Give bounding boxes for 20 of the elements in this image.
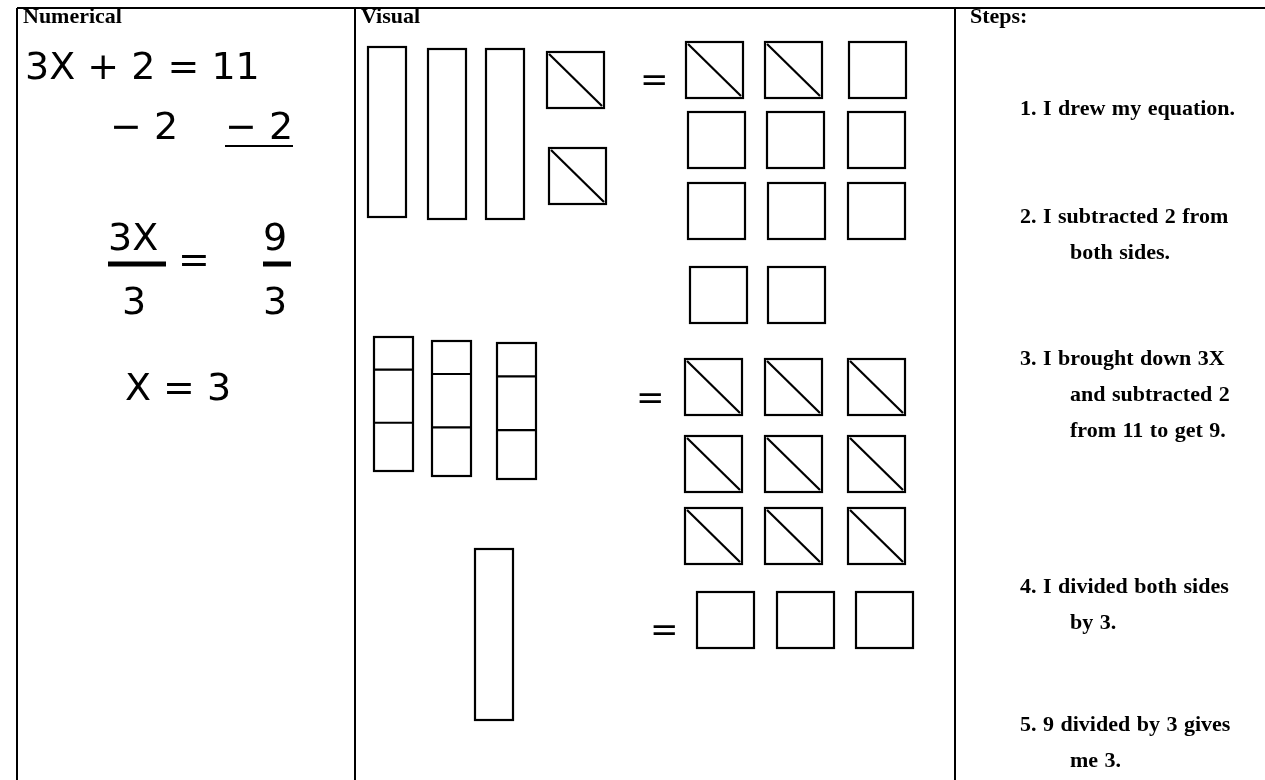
equation: X = 3 <box>125 368 232 406</box>
fraction-denominator: 3 <box>122 282 147 320</box>
equals-sign: = <box>650 612 679 646</box>
step-text: 3. I brought down 3X and subtracted 2 from 11 to get 9. <box>1020 344 1231 444</box>
equation-term: − 2 <box>225 107 294 147</box>
column-heading: Steps: <box>970 5 1028 27</box>
column-heading: Numerical <box>23 5 122 27</box>
equation: 3X + 2 = 11 <box>25 47 260 85</box>
column-heading: Visual <box>361 5 421 27</box>
step-text: 4. I divided both sides by 3. <box>1020 572 1230 636</box>
equals-sign: = <box>636 380 665 414</box>
fraction-numerator: 3X <box>108 218 159 256</box>
equals-sign: = <box>640 62 669 96</box>
step-text: 1. I drew my equation. <box>1020 94 1237 122</box>
step-text: 5. 9 divided by 3 gives me 3. <box>1020 710 1232 774</box>
equation-term: − 2 <box>110 107 179 145</box>
fraction-numerator: 9 <box>263 218 288 256</box>
equals-sign: = <box>178 240 210 278</box>
fraction-denominator: 3 <box>263 282 288 320</box>
step-text: 2. I subtracted 2 from both sides. <box>1020 202 1230 266</box>
